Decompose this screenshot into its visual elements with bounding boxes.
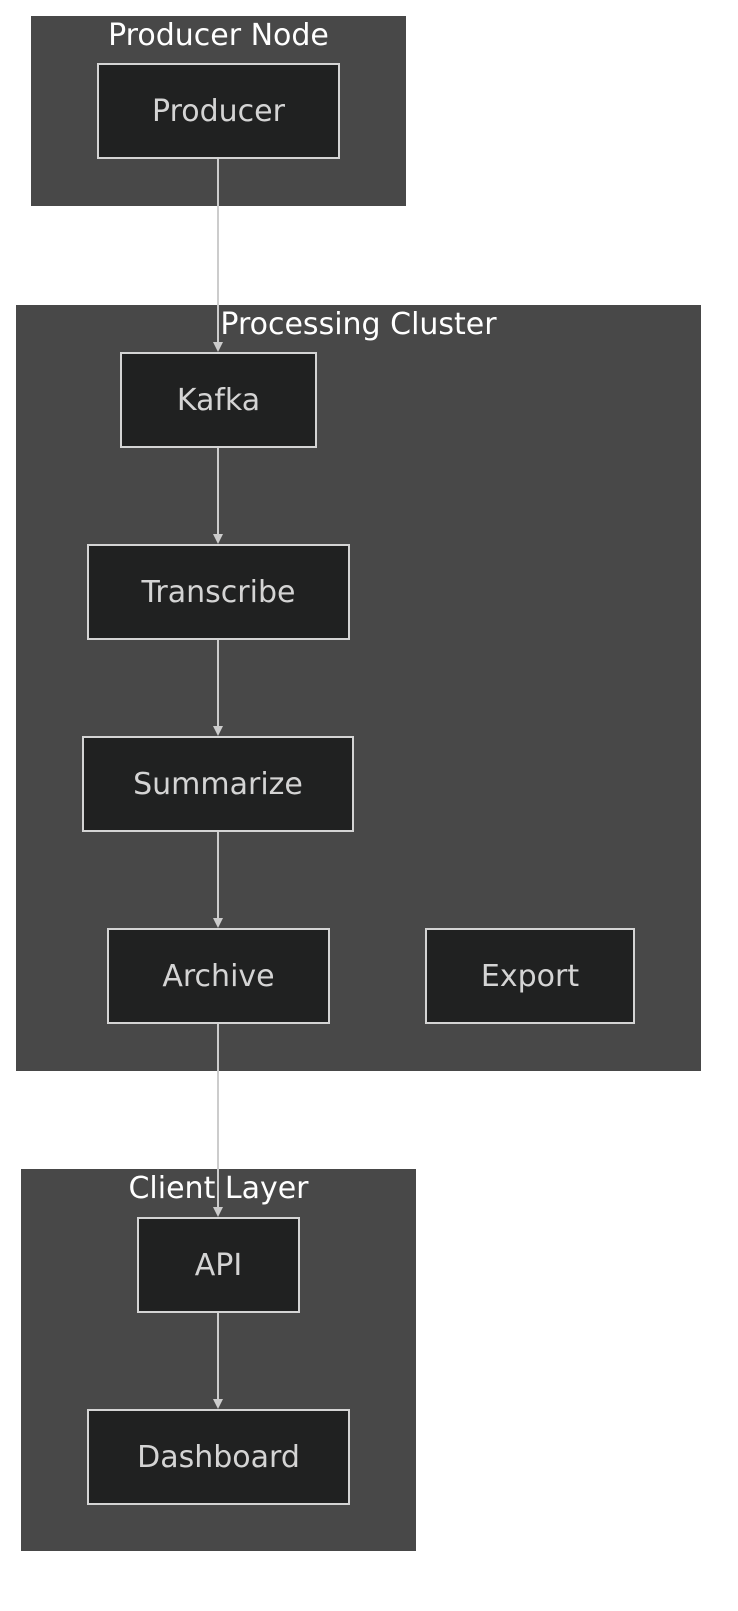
kafka-node[interactable]: Kafka <box>120 352 317 448</box>
cluster-title: Producer Node <box>108 18 329 53</box>
summarize-node[interactable]: Summarize <box>82 736 354 832</box>
producer-node[interactable]: Producer <box>97 63 340 159</box>
export-node[interactable]: Export <box>425 928 635 1024</box>
dashboard-node[interactable]: Dashboard <box>87 1409 350 1505</box>
api-node[interactable]: API <box>137 1217 300 1313</box>
cluster-title: Processing Cluster <box>220 307 497 342</box>
archive-node[interactable]: Archive <box>107 928 330 1024</box>
transcribe-node[interactable]: Transcribe <box>87 544 350 640</box>
cluster-title: Client Layer <box>128 1171 309 1206</box>
